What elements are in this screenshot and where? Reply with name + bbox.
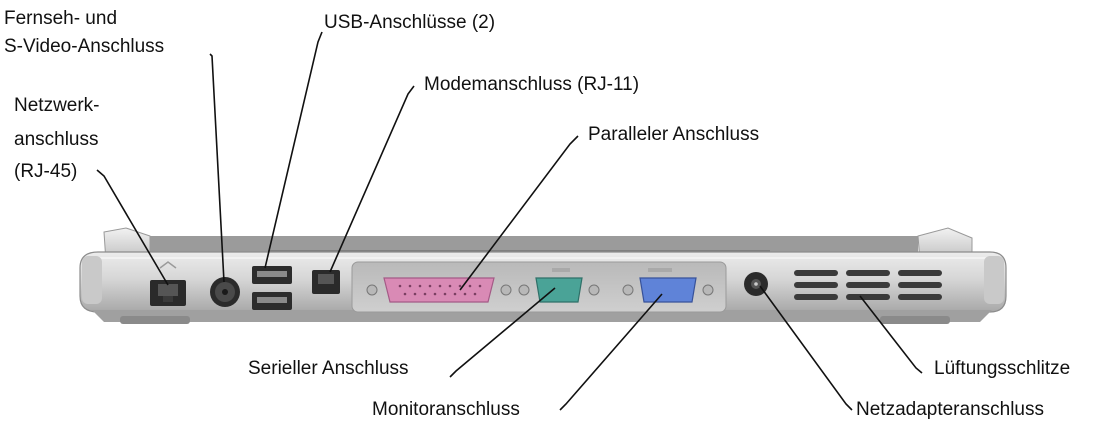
leader-line-vents [859, 295, 923, 374]
label-network-line3: (RJ-45) [14, 161, 78, 182]
air-vents [794, 270, 942, 300]
label-modem: Modemanschluss (RJ-11) [424, 74, 640, 95]
leader-line-usb [264, 31, 323, 269]
network-port [150, 261, 186, 306]
label-vents: Lüftungsschlitze [934, 358, 1071, 379]
leader-line-tv-svideo [209, 53, 225, 283]
label-monitor: Monitoranschluss [372, 399, 520, 420]
usb-ports [252, 266, 292, 310]
leader-line-serial [449, 287, 556, 378]
leader-line-parallel [459, 135, 579, 291]
leader-line-network [96, 169, 169, 286]
label-network-line2: anschluss [14, 129, 99, 150]
label-ac-adapter: Netzadapteranschluss [856, 399, 1044, 420]
label-tv-svideo-line2: S-Video-Anschluss [4, 36, 165, 57]
svideo-port [210, 277, 240, 307]
label-network-line1: Netzwerk- [14, 95, 100, 116]
leader-line-monitor [559, 293, 663, 411]
label-tv-svideo-line1: Fernseh- und [4, 8, 118, 29]
modem-port [312, 270, 340, 294]
leader-line-modem [329, 85, 415, 273]
label-parallel: Paralleler Anschluss [588, 124, 760, 145]
label-usb: USB-Anschlüsse (2) [324, 12, 496, 33]
connector-panel [351, 261, 727, 313]
label-serial: Serieller Anschluss [248, 358, 409, 379]
leader-line-ac-adapter [759, 285, 853, 411]
